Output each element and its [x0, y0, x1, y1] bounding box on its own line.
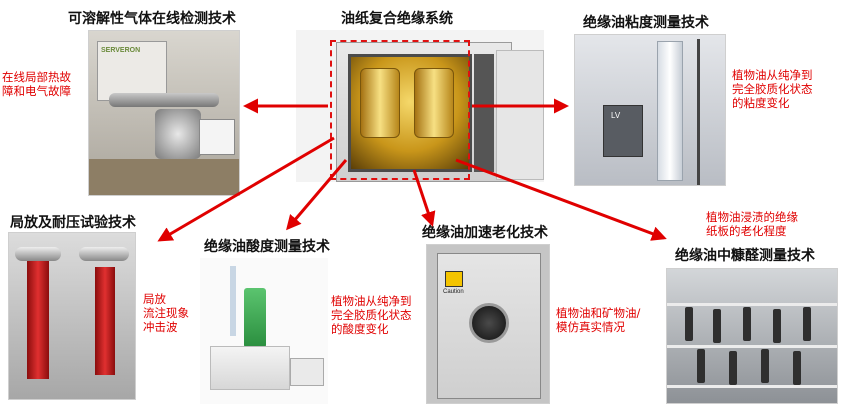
- viscosity-note-line-1: 植物油从纯净到: [732, 68, 813, 82]
- aging-note-line-2: 模仿真实情况: [556, 320, 625, 334]
- viscosity-note: 植物油从纯净到 完全胶质化状态 的粘度变化: [732, 68, 813, 110]
- pd-note-line-3: 冲击波: [143, 320, 178, 334]
- center-highlight-box: [330, 40, 470, 180]
- furfural-note-line-2: 纸板的老化程度: [706, 224, 787, 238]
- pd-note-line-2: 流注现象: [143, 306, 189, 320]
- composite-insulation-chamber-photo: [296, 30, 544, 182]
- furfural-title: 绝缘油中糠醛测量技术: [675, 248, 815, 264]
- viscosity-brand-label: LV: [611, 111, 621, 120]
- pd-note-line-1: 局放: [143, 292, 166, 306]
- viscosity-title: 绝缘油粘度测量技术: [583, 15, 709, 31]
- pd-title: 局放及耐压试验技术: [10, 215, 136, 231]
- dga-photo: SERVERON: [88, 30, 240, 196]
- dga-note-line-2: 障和电气故障: [2, 84, 71, 98]
- pd-note: 局放 流注现象 冲击波: [143, 292, 189, 334]
- center-title: 油纸复合绝缘系统: [341, 11, 453, 27]
- furfural-note: 植物油浸渍的绝缘 纸板的老化程度: [706, 210, 798, 238]
- dga-title: 可溶解性气体在线检测技术: [68, 11, 236, 27]
- acid-note-line-1: 植物油从纯净到: [331, 294, 412, 308]
- furfural-photo: [666, 268, 838, 404]
- acid-photo: [200, 258, 328, 404]
- viscosity-note-line-2: 完全胶质化状态: [732, 82, 813, 96]
- dga-note: 在线局部热故 障和电气故障: [2, 70, 71, 98]
- acid-note: 植物油从纯净到 完全胶质化状态 的酸度变化: [331, 294, 412, 336]
- pd-photo: [8, 232, 136, 400]
- aging-warning-label: Caution: [443, 289, 464, 295]
- dga-note-line-1: 在线局部热故: [2, 70, 71, 84]
- aging-note-line-1: 植物油和矿物油/: [556, 306, 641, 320]
- aging-title: 绝缘油加速老化技术: [422, 225, 548, 241]
- viscosity-photo: LV: [574, 34, 726, 186]
- acid-note-line-2: 完全胶质化状态: [331, 308, 412, 322]
- acid-note-line-3: 的酸度变化: [331, 322, 389, 336]
- dga-brand-label: SERVERON: [101, 47, 141, 54]
- acid-title: 绝缘油酸度测量技术: [204, 239, 330, 255]
- viscosity-note-line-3: 的粘度变化: [732, 96, 790, 110]
- aging-oven-photo: Caution: [426, 244, 550, 404]
- furfural-note-line-1: 植物油浸渍的绝缘: [706, 210, 798, 224]
- aging-note: 植物油和矿物油/ 模仿真实情况: [556, 306, 640, 334]
